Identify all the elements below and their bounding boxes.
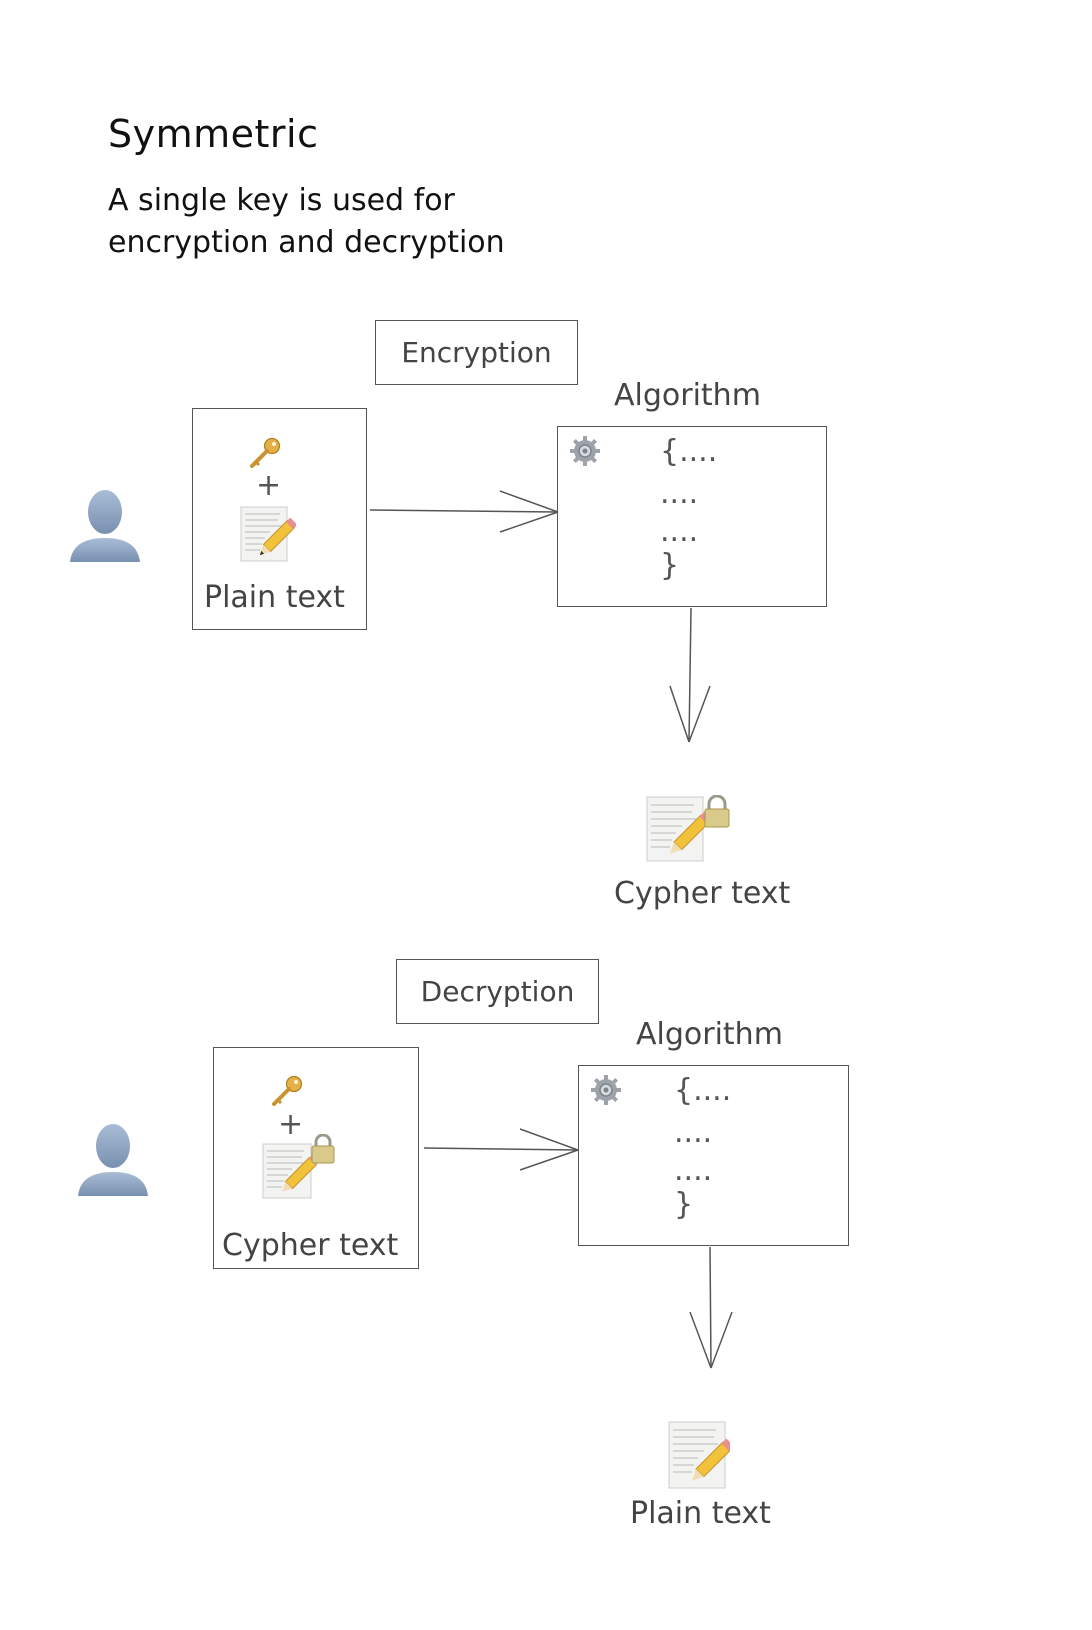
encryption-label-box: Encryption bbox=[375, 320, 578, 385]
enc-input-caption: Plain text bbox=[204, 580, 345, 615]
locked-document-icon bbox=[646, 795, 730, 862]
key-icon bbox=[272, 1075, 303, 1106]
enc-code-line-3: .... bbox=[660, 514, 699, 549]
document-icon bbox=[240, 506, 296, 562]
user-icon bbox=[78, 1124, 148, 1196]
gear-icon bbox=[570, 436, 600, 466]
locked-document-icon bbox=[262, 1134, 335, 1199]
gear-icon bbox=[591, 1075, 621, 1105]
subtitle-line-2: encryption and decryption bbox=[108, 225, 505, 260]
enc-code-line-2: .... bbox=[660, 476, 699, 511]
dec-code-line-2: .... bbox=[674, 1115, 713, 1150]
document-icon bbox=[668, 1421, 730, 1489]
enc-algorithm-label: Algorithm bbox=[614, 378, 761, 413]
dec-input-caption: Cypher text bbox=[222, 1228, 399, 1263]
dec-code-line-1: {.... bbox=[674, 1073, 732, 1108]
user-icon bbox=[70, 490, 140, 562]
diagram-title: Symmetric bbox=[108, 112, 319, 156]
enc-algorithm-box bbox=[557, 426, 827, 607]
dec-input-box bbox=[213, 1047, 419, 1269]
enc-code-line-1: {.... bbox=[660, 434, 718, 469]
enc-arrow-right bbox=[369, 490, 559, 533]
enc-code-line-4: } bbox=[660, 548, 680, 583]
encryption-label: Encryption bbox=[401, 336, 552, 369]
dec-arrow-right bbox=[423, 1128, 579, 1171]
subtitle-line-1: A single key is used for bbox=[108, 183, 455, 218]
dec-output-caption: Plain text bbox=[630, 1496, 771, 1531]
enc-output-caption: Cypher text bbox=[614, 876, 791, 911]
enc-arrow-down bbox=[669, 607, 711, 743]
enc-plus-sign: + bbox=[256, 468, 282, 503]
dec-arrow-down bbox=[689, 1246, 733, 1369]
dec-plus-sign: + bbox=[278, 1107, 304, 1142]
dec-algorithm-box bbox=[578, 1065, 849, 1246]
dec-code-line-4: } bbox=[674, 1187, 694, 1222]
decryption-label: Decryption bbox=[420, 975, 575, 1008]
dec-code-line-3: .... bbox=[674, 1153, 713, 1188]
diagram-subtitle: A single key is used for encryption and … bbox=[108, 180, 628, 264]
decryption-label-box: Decryption bbox=[396, 959, 599, 1024]
dec-algorithm-label: Algorithm bbox=[636, 1017, 783, 1052]
enc-input-box bbox=[192, 408, 367, 630]
key-icon bbox=[250, 437, 281, 468]
